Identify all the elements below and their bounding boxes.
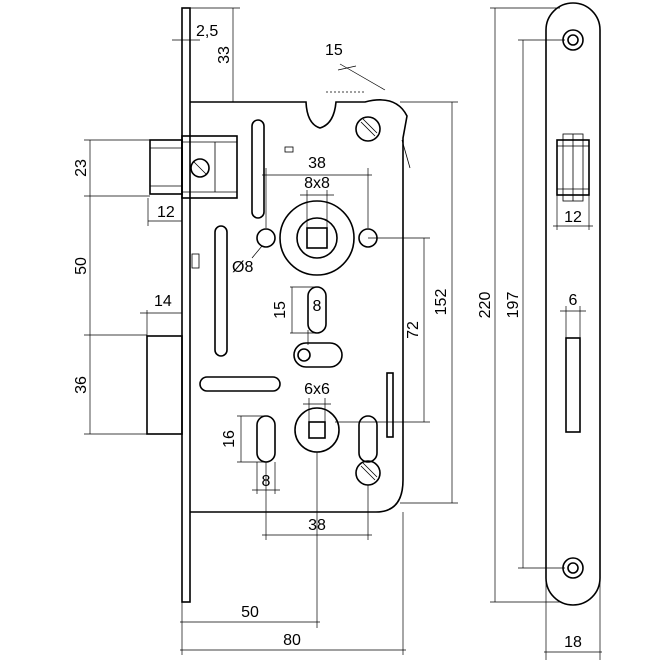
dim-backset: 50 — [241, 604, 259, 621]
dim-bolt-height: 36 — [73, 376, 90, 394]
dim-hole-span: 152 — [433, 289, 450, 316]
faceplate-screw-bottom — [562, 557, 584, 579]
lower-slot-left — [256, 415, 276, 463]
lock-case — [190, 99, 408, 513]
dim-handle-square: 8x8 — [304, 175, 330, 192]
latch-bolt — [149, 135, 238, 199]
dim-fixing-hole-diameter: Ø8 — [232, 259, 253, 276]
bottom-screw — [355, 460, 381, 486]
pill-hole — [293, 342, 343, 368]
horizontal-slot — [199, 376, 281, 392]
dim-faceplate-width: 18 — [564, 634, 582, 651]
dim-strike-latch-width: 12 — [564, 209, 582, 226]
dim-latch-height: 23 — [73, 159, 90, 177]
dim-plate-thickness: 2,5 — [196, 23, 218, 40]
top-screw — [355, 116, 381, 142]
dim-case-depth: 80 — [283, 632, 301, 649]
dim-handle-to-key: 72 — [405, 321, 422, 339]
key-follower — [294, 407, 340, 453]
front-plate — [181, 7, 191, 603]
faceplate-screw-top — [562, 29, 584, 51]
vertical-slot-left — [214, 225, 228, 357]
dead-bolt — [146, 335, 183, 435]
dimension-lines — [84, 7, 458, 655]
dim-slot-width: 8 — [313, 298, 322, 315]
lower-slot-right — [358, 415, 378, 463]
dimension-labels: 2,5 33 15 23 12 50 14 36 38 8x8 Ø8 15 8 … — [73, 23, 582, 651]
spring-bar — [386, 372, 394, 438]
dim-bevel-angle: 15 — [325, 42, 343, 59]
dim-latch-throw: 12 — [157, 204, 175, 221]
dim-bolt-throw: 14 — [154, 293, 172, 310]
strike-latch-opening — [556, 133, 590, 202]
dim-lower-slot-width: 8 — [262, 473, 271, 490]
dim-strike-bolt-width: 6 — [569, 292, 578, 309]
lock-body — [146, 7, 411, 603]
vertical-slot-top — [251, 119, 265, 219]
faceplate-dimensions — [490, 7, 602, 660]
dim-key-square: 6x6 — [304, 381, 330, 398]
dim-top-to-case: 33 — [216, 46, 233, 64]
handle-follower — [256, 200, 378, 276]
dim-lower-hole-spacing: 38 — [308, 517, 326, 534]
strike-bolt-opening — [565, 337, 581, 433]
dim-handle-hole-spacing: 38 — [308, 155, 326, 172]
dim-faceplate-length: 220 — [477, 292, 494, 319]
dim-latch-to-bolt: 50 — [73, 257, 90, 275]
dim-screw-spacing: 197 — [505, 292, 522, 319]
dim-lower-slot-length: 16 — [221, 430, 238, 448]
dim-slot-length: 15 — [272, 301, 289, 319]
